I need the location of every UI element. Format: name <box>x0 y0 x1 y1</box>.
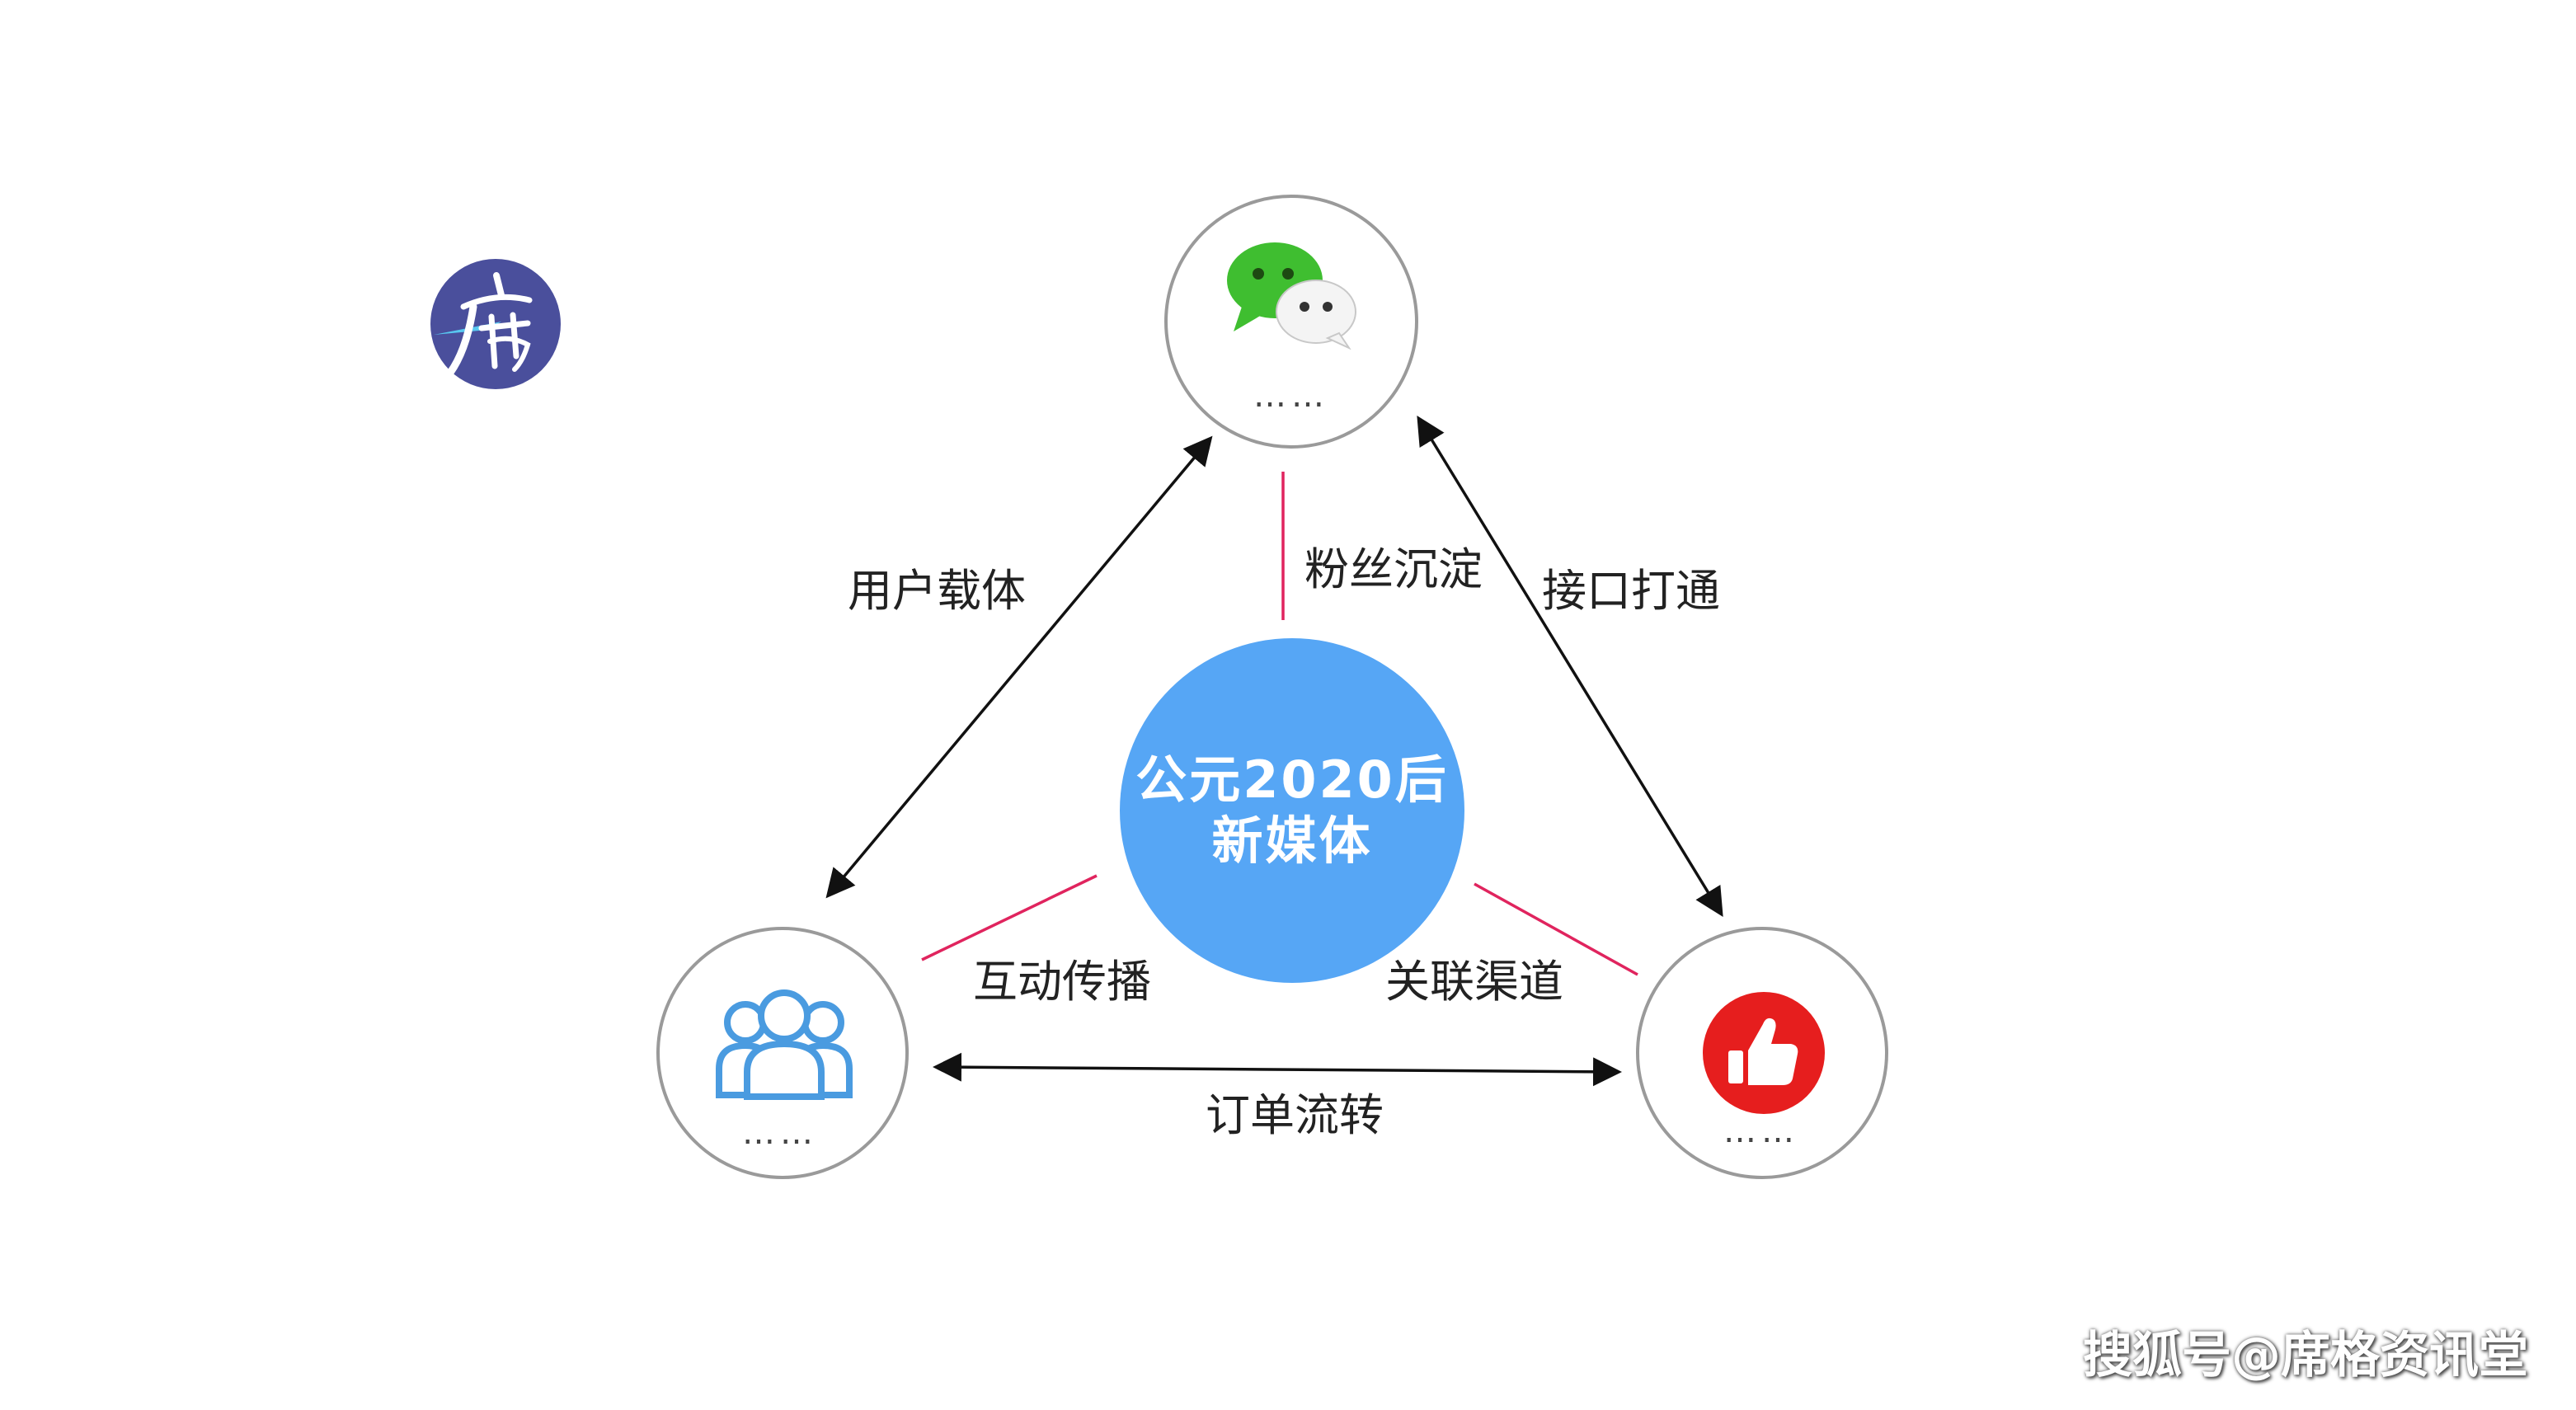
xi-calligraphy-logo-icon <box>434 272 533 377</box>
arrow-top-right <box>1417 416 1723 917</box>
node-caption: …… <box>1253 377 1329 415</box>
center-hub: 公元2020后 新媒体 <box>1120 638 1464 983</box>
wechat-icon <box>1227 242 1356 350</box>
edge-label-center-left: 互动传播 <box>973 956 1151 1008</box>
edge-label-top-right: 接口打通 <box>1542 565 1720 617</box>
edge-label-left-right: 订单流转 <box>1206 1089 1384 1141</box>
users-group-icon <box>716 989 853 1100</box>
node-wechat: …… <box>1164 195 1418 449</box>
node-like: …… <box>1636 927 1888 1179</box>
connector-center-left <box>921 874 1098 961</box>
node-caption: …… <box>1723 1112 1799 1150</box>
arrow-left-right <box>933 1052 1622 1087</box>
node-caption: …… <box>742 1114 818 1152</box>
edge-label-top-left: 用户载体 <box>848 565 1026 617</box>
edge-label-center-top: 粉丝沉淀 <box>1304 543 1483 595</box>
hub-title-line1: 公元2020后 <box>1135 749 1449 810</box>
watermark: 搜狐号@席格资讯堂 <box>2083 1327 2528 1384</box>
thumbs-up-icon <box>1703 992 1825 1114</box>
connector-center-right <box>1474 882 1638 976</box>
edge-label-center-right: 关联渠道 <box>1385 956 1563 1008</box>
brand-logo <box>430 259 561 389</box>
hub-title-line2: 新媒体 <box>1211 811 1373 871</box>
arrow-top-left <box>825 435 1213 899</box>
node-users: …… <box>656 927 909 1179</box>
